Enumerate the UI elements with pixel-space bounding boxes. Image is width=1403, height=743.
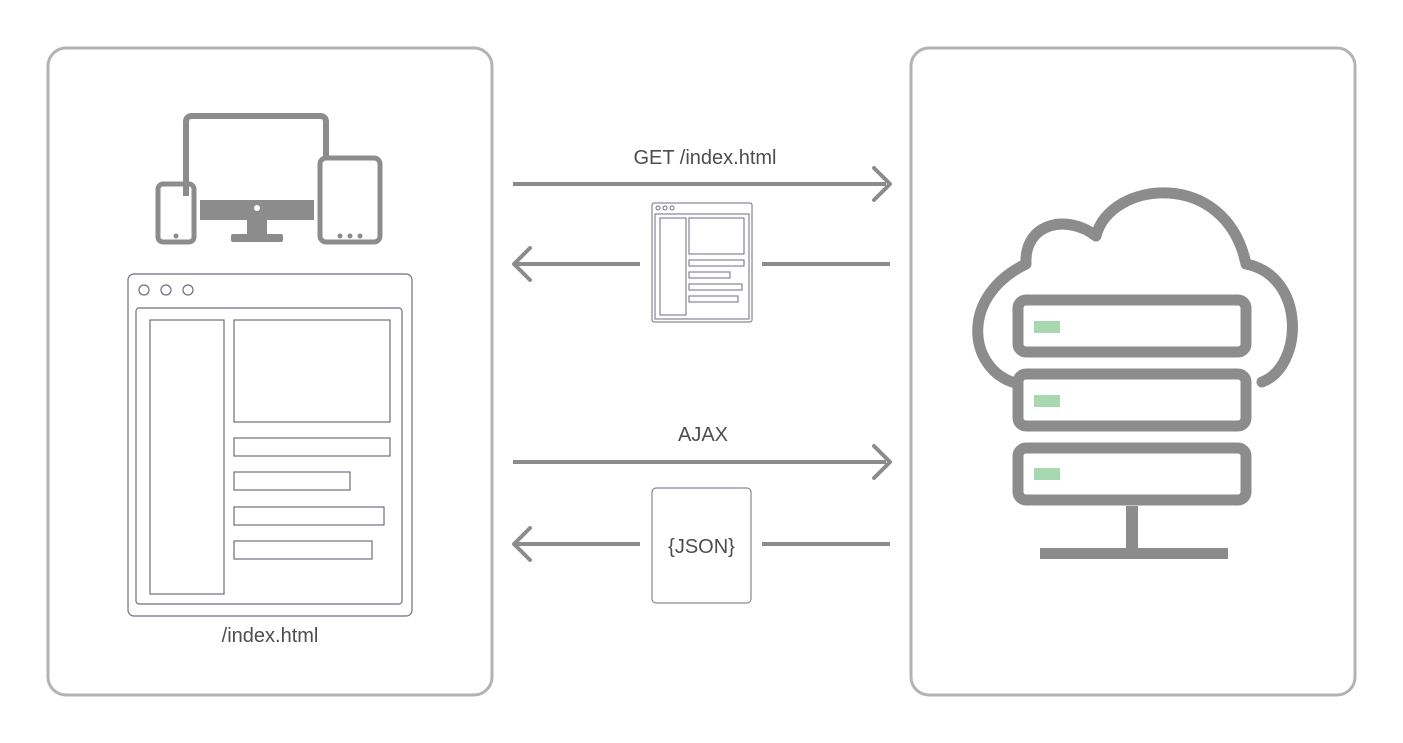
html-page-icon (651, 202, 753, 323)
page-request-flow: GET /index.html (513, 147, 892, 202)
ajax-request-arrow-head (872, 444, 892, 480)
server-led-3 (1034, 468, 1060, 480)
server-led-1 (1034, 321, 1060, 333)
server-rack-unit-1 (1012, 294, 1252, 358)
page-response-arrow-head (512, 246, 532, 282)
json-payload-label: {JSON} (668, 536, 735, 558)
json-payload-box (651, 487, 752, 604)
ajax-request-flow: AJAX (513, 424, 892, 480)
ajax-response-arrow-head (512, 526, 532, 562)
page-request-label: GET /index.html (633, 147, 776, 169)
page-response-flow (512, 202, 890, 323)
client-panel-border (46, 46, 494, 697)
server-base (1040, 548, 1228, 559)
client-caption: /index.html (222, 625, 319, 647)
browser-window-icon (127, 273, 413, 617)
client-panel: /index.html (46, 46, 494, 697)
server-rack-unit-3 (1012, 442, 1252, 506)
cloud-server-icon (972, 187, 1298, 559)
server-rack-unit-2 (1012, 368, 1252, 432)
server-panel (909, 46, 1357, 697)
server-led-2 (1034, 395, 1060, 407)
ajax-request-label: AJAX (678, 424, 728, 446)
cloud-icon (972, 187, 1298, 388)
responsive-devices-icon (155, 113, 383, 245)
server-stand (1126, 506, 1138, 552)
ajax-response-flow: {JSON} (512, 487, 890, 604)
page-request-arrow-head (872, 166, 892, 202)
